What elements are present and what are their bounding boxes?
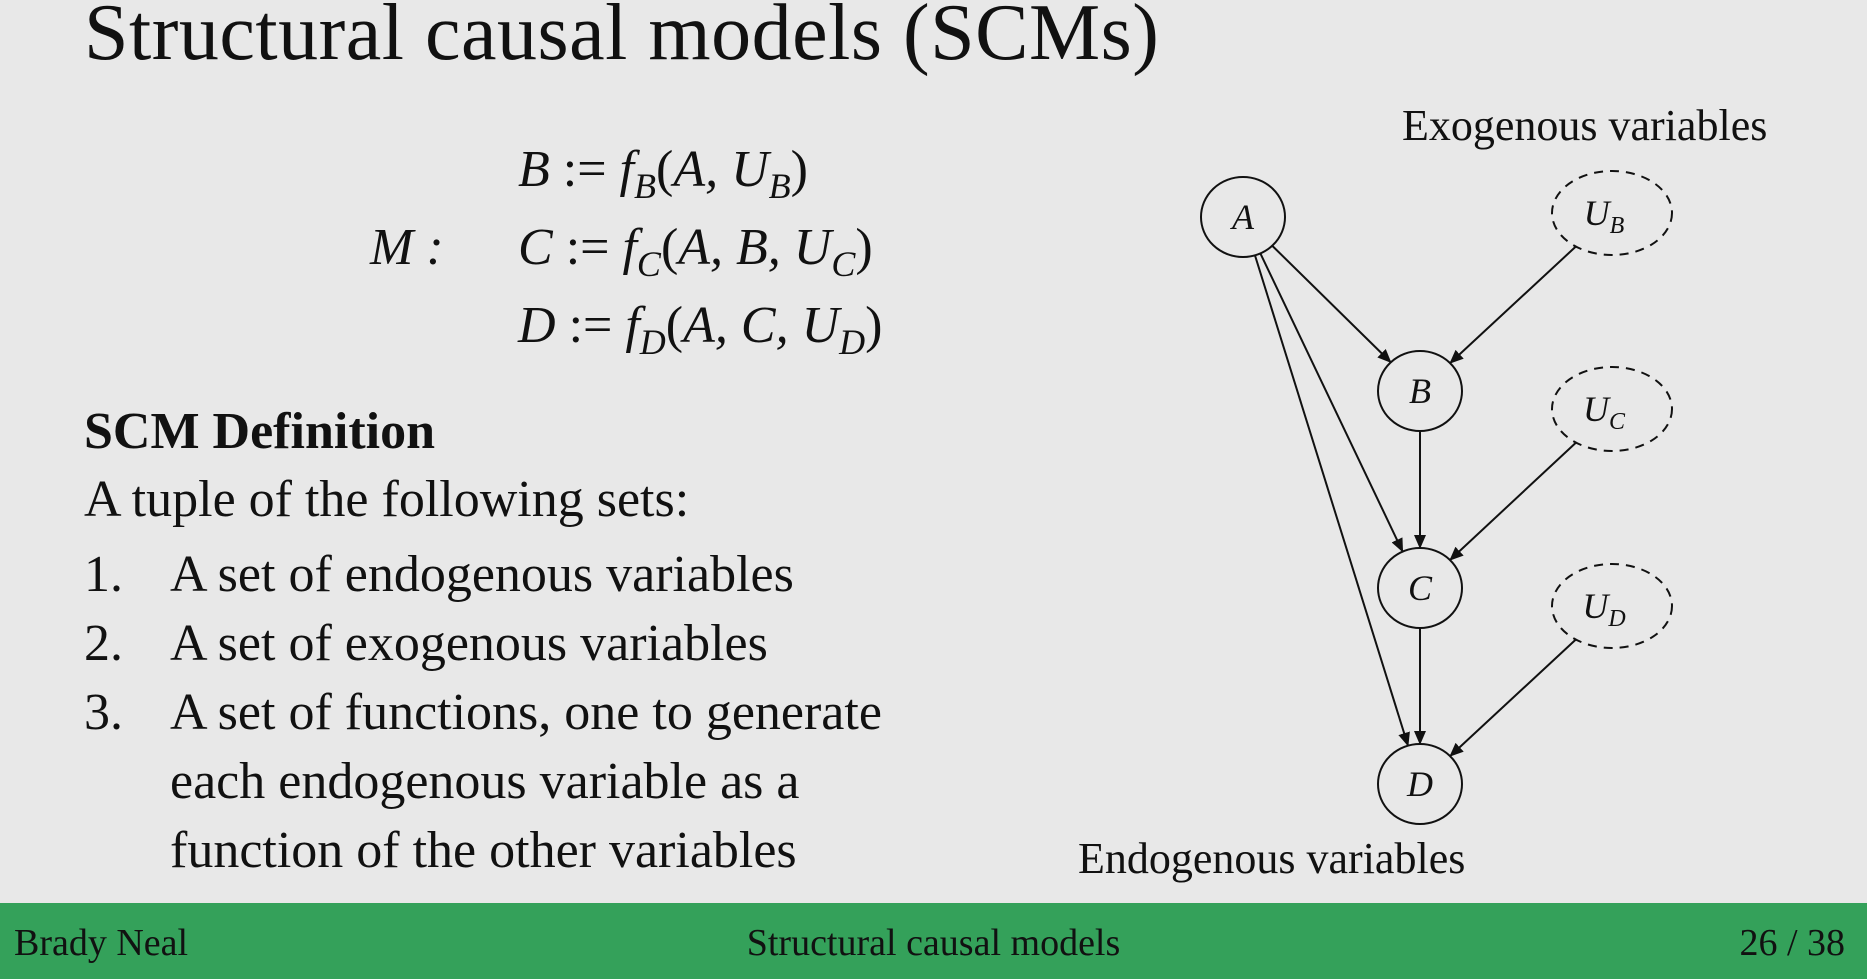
- node-ub: UB: [1551, 170, 1673, 256]
- node-c: C: [1377, 547, 1463, 629]
- definition-heading: SCM Definition: [84, 403, 435, 460]
- edge-a-to-c: [1259, 252, 1404, 553]
- node-label: UD: [1582, 586, 1625, 632]
- node-label: B: [1409, 371, 1431, 411]
- node-label: A: [1230, 197, 1255, 237]
- node-circle: [1377, 350, 1463, 432]
- node-uc: UC: [1551, 366, 1673, 452]
- edge-uc-to-c: [1449, 441, 1577, 561]
- list-text: A set of exogenous variables: [170, 615, 768, 672]
- node-a: A: [1200, 176, 1286, 258]
- list-text: A set of endogenous variables: [170, 546, 794, 603]
- list-number: 1.: [84, 546, 123, 603]
- node-circle: [1551, 366, 1673, 452]
- causal-graph: Exogenous variables Endogenous variables…: [1078, 101, 1767, 883]
- edge-a-to-d: [1254, 255, 1410, 747]
- node-circle: [1200, 176, 1286, 258]
- slide-title: Structural causal models (SCMs): [84, 0, 1160, 77]
- list-text: A set of functions, one to generate: [170, 684, 882, 741]
- footer-author: Brady Neal: [14, 922, 189, 964]
- edge-ub-to-b: [1449, 245, 1577, 364]
- node-ud: UD: [1551, 563, 1673, 649]
- definition-intro: A tuple of the following sets:: [84, 471, 690, 528]
- page-total: 38: [1807, 922, 1845, 964]
- node-label: UB: [1584, 193, 1625, 239]
- page-current: 26: [1739, 922, 1778, 964]
- list-number: 3.: [84, 684, 123, 741]
- endogenous-label: Endogenous variables: [1078, 834, 1465, 883]
- node-label: D: [1406, 764, 1433, 804]
- page-separator: /: [1777, 922, 1807, 964]
- footer-section: Structural causal models: [746, 922, 1121, 964]
- exogenous-label: Exogenous variables: [1402, 101, 1767, 150]
- graph-nodes: A B C D UB UC UD: [1200, 170, 1673, 825]
- equation-c: C := fC(A, B, UC): [518, 219, 873, 284]
- list-text: function of the other variables: [170, 822, 797, 879]
- node-b: B: [1377, 350, 1463, 432]
- node-circle: [1551, 563, 1673, 649]
- node-d: D: [1377, 743, 1463, 825]
- list-item: 1. A set of endogenous variables: [84, 540, 984, 609]
- list-number: 2.: [84, 615, 123, 672]
- graph-edges: [1254, 245, 1577, 757]
- node-circle: [1377, 547, 1463, 629]
- page-counter: 26 / 38: [1739, 921, 1845, 965]
- node-label: UC: [1583, 389, 1626, 435]
- definition-list: 1. A set of endogenous variables 2. A se…: [84, 540, 984, 885]
- edge-ud-to-d: [1449, 638, 1577, 757]
- equation-d: D := fD(A, C, UD): [518, 297, 883, 362]
- edge-a-to-b: [1271, 245, 1392, 363]
- list-text: each endogenous variable as a: [170, 753, 800, 810]
- footer-bar: Brady Neal Structural causal models 26 /…: [0, 903, 1867, 979]
- equation-b: B := fB(A, UB): [518, 141, 808, 206]
- model-label: M :: [370, 219, 444, 276]
- list-item: 3. A set of functions, one to generate e…: [84, 678, 984, 885]
- list-item: 2. A set of exogenous variables: [84, 609, 984, 678]
- node-circle: [1377, 743, 1463, 825]
- node-circle: [1551, 170, 1673, 256]
- node-label: C: [1408, 568, 1433, 608]
